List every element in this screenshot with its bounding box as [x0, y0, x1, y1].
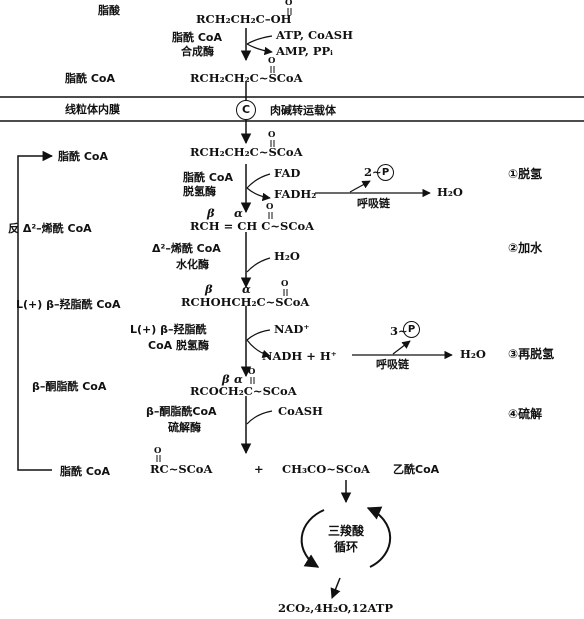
- enzyme1-line1: 脂酰 CoA: [172, 31, 222, 44]
- carbonyl-o: O: [285, 0, 293, 8]
- thiolase-line2: 硫解酶: [168, 421, 201, 434]
- h2o-2: H₂O: [460, 347, 486, 361]
- carbonyl-o: O: [268, 130, 276, 140]
- dehydro-enzyme-line1: 脂酰 CoA: [183, 171, 233, 184]
- feedback-loop: [17, 150, 54, 471]
- arrow-tca-products: [330, 577, 341, 599]
- curve-fad: [246, 173, 271, 189]
- enoyl-label: 反 Δ²–烯酰 CoA: [8, 222, 92, 235]
- coash: CoASH: [278, 404, 323, 418]
- step3-label: ③再脱氢: [508, 347, 555, 361]
- nad: NAD⁺: [274, 322, 310, 336]
- alpha: α: [234, 372, 243, 386]
- phosphate-circle: P: [377, 164, 394, 181]
- hydroxy-label: L(+) β–羟脂酰 CoA: [16, 298, 121, 311]
- carbonyl-o: O: [248, 367, 256, 377]
- curve-coash: [246, 410, 273, 425]
- hydratase-line2: 水化酶: [176, 258, 209, 271]
- carrier-circle: C: [236, 100, 256, 120]
- water: H₂O: [274, 249, 300, 263]
- hydroxy-enzyme-line2: CoA 脱氢酶: [148, 339, 209, 352]
- enoyl-formula: RCH = CH C~SCoA: [190, 219, 315, 233]
- resp-chain-label: 呼吸链: [357, 197, 390, 210]
- step2-label: ②加水: [508, 241, 543, 255]
- hydroxy-enzyme-line1: L(+) β–羟脂酰: [130, 323, 207, 336]
- curve-fadh2: [246, 187, 271, 202]
- membrane-label: 线粒体内膜: [65, 103, 120, 116]
- dehydro-enzyme-line2: 脱氢酶: [183, 185, 216, 198]
- h2o-1: H₂O: [437, 185, 463, 199]
- arrow-p2: [349, 180, 371, 193]
- curve-nadh: [246, 339, 271, 358]
- curve-amp: [246, 43, 273, 56]
- alpha: α: [234, 206, 243, 220]
- beta: β: [205, 282, 213, 296]
- cycle-acylcoa-formula: RCH₂CH₂C~SCoA: [190, 145, 303, 159]
- keto-label: β–酮脂酰 CoA: [32, 380, 107, 393]
- phosphate-circle: P: [403, 321, 420, 338]
- curve-nad: [246, 329, 271, 341]
- nadh: NADH + H⁺: [262, 349, 337, 363]
- fadh2: FADH₂: [274, 187, 317, 201]
- hydroxy-formula: RCHOHCH₂C~SCoA: [181, 295, 310, 309]
- acylcoa-formula: RCH₂CH₂C~SCoA: [190, 71, 303, 85]
- step4-label: ④硫解: [508, 407, 543, 421]
- acetyl-formula: CH₃CO~SCoA: [282, 462, 370, 476]
- tca-products: 2CO₂,4H₂O,12ATP: [278, 601, 393, 615]
- arrow-p3: [392, 340, 411, 355]
- tca-cycle-arrow-right: [366, 506, 392, 568]
- cycle-acylcoa-label: 脂酰 CoA: [58, 150, 108, 163]
- fad: FAD: [274, 166, 301, 180]
- enzyme1-line2: 合成酶: [181, 45, 214, 58]
- product-formula: RC~SCoA: [150, 462, 213, 476]
- curve-h2o: [246, 257, 271, 273]
- curve-atp: [246, 35, 273, 45]
- carbonyl-bonds: [156, 8, 292, 462]
- keto-formula: RCOCH₂C~SCoA: [190, 384, 297, 398]
- resp-chain-label: 呼吸链: [376, 358, 409, 371]
- plus-sign: +: [254, 462, 264, 476]
- product-label: 脂酰 CoA: [60, 465, 110, 478]
- step1-label: ①脱氢: [508, 167, 543, 181]
- reagents-out: AMP, PPᵢ: [276, 44, 333, 58]
- acylcoa-label: 脂酰 CoA: [65, 72, 115, 85]
- beta: β: [222, 372, 230, 386]
- tca-line1: 三羧酸: [327, 524, 364, 538]
- carrier-label: 肉碱转运载体: [270, 104, 336, 117]
- beta: β: [207, 206, 215, 220]
- carbonyl-o: O: [266, 202, 274, 212]
- fatty-acid-label: 脂酸: [98, 4, 120, 17]
- reagents-in: ATP, CoASH: [276, 28, 353, 42]
- thiolase-line1: β–酮脂酰CoA: [146, 405, 217, 418]
- carbonyl-o: O: [281, 279, 289, 289]
- carbonyl-o: O: [154, 446, 162, 456]
- tca-cycle-arrow-left: [300, 509, 325, 568]
- hydratase-line1: Δ²–烯酰 CoA: [152, 242, 221, 255]
- fatty-acid-formula: RCH₂CH₂C–OH: [196, 12, 292, 26]
- carbonyl-o: O: [268, 56, 276, 66]
- acetyl-label: 乙酰CoA: [393, 463, 440, 476]
- tca-line2: 循环: [333, 540, 358, 554]
- alpha: α: [242, 282, 251, 296]
